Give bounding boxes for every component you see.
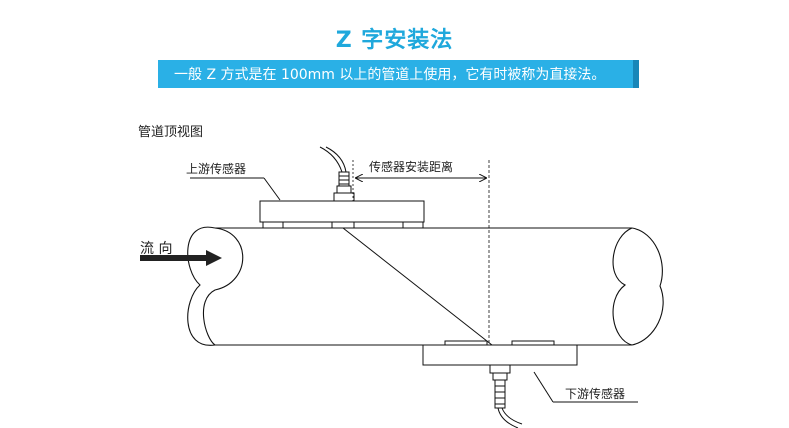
description-banner [158, 60, 633, 88]
description-text: 一般 Z 方式是在 100mm 以上的管道上使用，它有时被称为直接法。 [174, 67, 606, 83]
upstream-sensor [259, 146, 425, 229]
upstream-label: 上游传感器 [186, 161, 246, 176]
downstream-label: 下游传感器 [565, 386, 625, 401]
upstream-leader [263, 177, 281, 201]
distance-label: 传感器安装距离 [369, 159, 453, 174]
signal-path [342, 227, 493, 346]
pipe [187, 226, 664, 346]
page-title: Z 字安装法 [335, 28, 454, 53]
downstream-leader [533, 371, 554, 403]
banner-accent [633, 60, 639, 88]
view-label: 管道顶视图 [138, 125, 203, 140]
downstream-sensor [422, 340, 578, 428]
flow-arrow [140, 250, 222, 266]
flow-label: 流 向 [140, 241, 172, 257]
